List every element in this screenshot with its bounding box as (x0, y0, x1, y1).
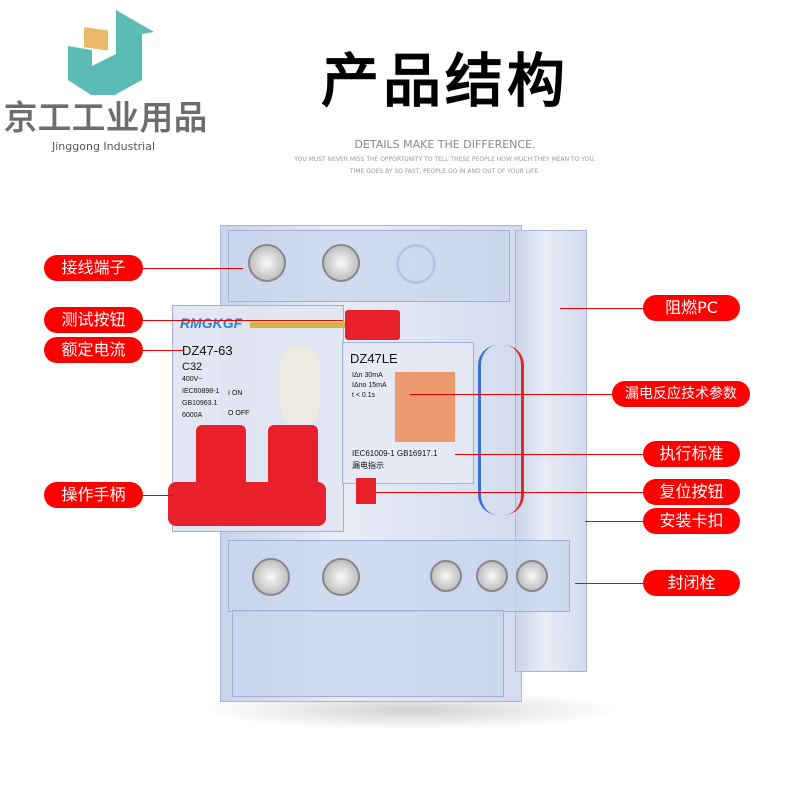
logo (62, 10, 166, 102)
subtitle: DETAILS MAKE THE DIFFERENCE. (354, 138, 536, 151)
terminal-screw (248, 244, 286, 282)
callout-line (143, 268, 243, 269)
brand-label: RMGKGF (180, 315, 243, 331)
callout-line (375, 492, 643, 493)
label-test-button: 测试按钮 (44, 307, 143, 333)
bottom-cover (232, 610, 504, 697)
label-reset-button: 复位按钮 (643, 479, 740, 505)
terminal-screw (516, 560, 548, 592)
callout-line (143, 320, 343, 321)
model-rcd: DZ47LE (350, 351, 398, 366)
tagline-2: TIME GOES BY SO FAST, PEOPLE GO IN AND O… (349, 168, 541, 175)
terminal-hole (396, 244, 436, 284)
trip-time: t < 0.1s (352, 392, 376, 399)
label-handle: 操作手柄 (44, 482, 143, 508)
on-label: I ON (228, 390, 243, 397)
page-title: 产品结构 (320, 47, 569, 115)
label-seal-bolt: 封闭栓 (643, 570, 740, 596)
idno: IΔno 15mA (352, 382, 387, 389)
callout-line (143, 495, 173, 496)
idn: IΔn 30mA (352, 372, 383, 379)
terminal-screw (252, 558, 290, 596)
rating: C32 (182, 361, 203, 373)
callout-line (560, 308, 643, 309)
standard: IEC61009-1 GB16917.1 (352, 449, 438, 458)
label-flame-retardant-pc: 阻燃PC (643, 295, 740, 321)
label-leakage-params: 漏电反应技术参数 (612, 381, 750, 407)
std-1: IEC60898-1 (182, 388, 220, 395)
indicator: 漏电指示 (352, 461, 384, 470)
model-mcb: DZ47-63 (182, 343, 233, 358)
contact-disc (280, 345, 320, 425)
terminal-screw (430, 560, 462, 592)
label-rated-current: 额定电流 (44, 337, 143, 363)
callout-line (143, 350, 183, 351)
callout-line (575, 583, 643, 584)
capacity: 6000A (182, 412, 203, 419)
voltage: 400V~ (182, 376, 203, 383)
callout-line (410, 394, 612, 395)
terminal-screw (322, 558, 360, 596)
pin (250, 322, 345, 328)
logo-name-cn: 京工工业用品 (4, 98, 208, 137)
reset-button (356, 478, 376, 504)
label-mounting-clip: 安装卡扣 (643, 508, 740, 534)
std-2: GB10963.1 (182, 400, 218, 407)
terminal-screw (322, 244, 360, 282)
terminal-screw (476, 560, 508, 592)
off-label: O OFF (228, 410, 250, 417)
logo-name-en: Jinggong Industrial (52, 140, 156, 153)
callout-line (455, 454, 643, 455)
label-standard: 执行标准 (643, 441, 740, 467)
tagline-1: YOU MUST NEVER MISS THE OPPORTUNITY TO T… (294, 156, 596, 163)
handle-bar (168, 482, 326, 526)
test-button (345, 310, 400, 340)
callout-line (585, 521, 643, 522)
label-terminal: 接线端子 (44, 255, 143, 281)
wires (478, 345, 524, 515)
relay-coil (395, 372, 455, 442)
logo-mark-icon (68, 10, 154, 102)
